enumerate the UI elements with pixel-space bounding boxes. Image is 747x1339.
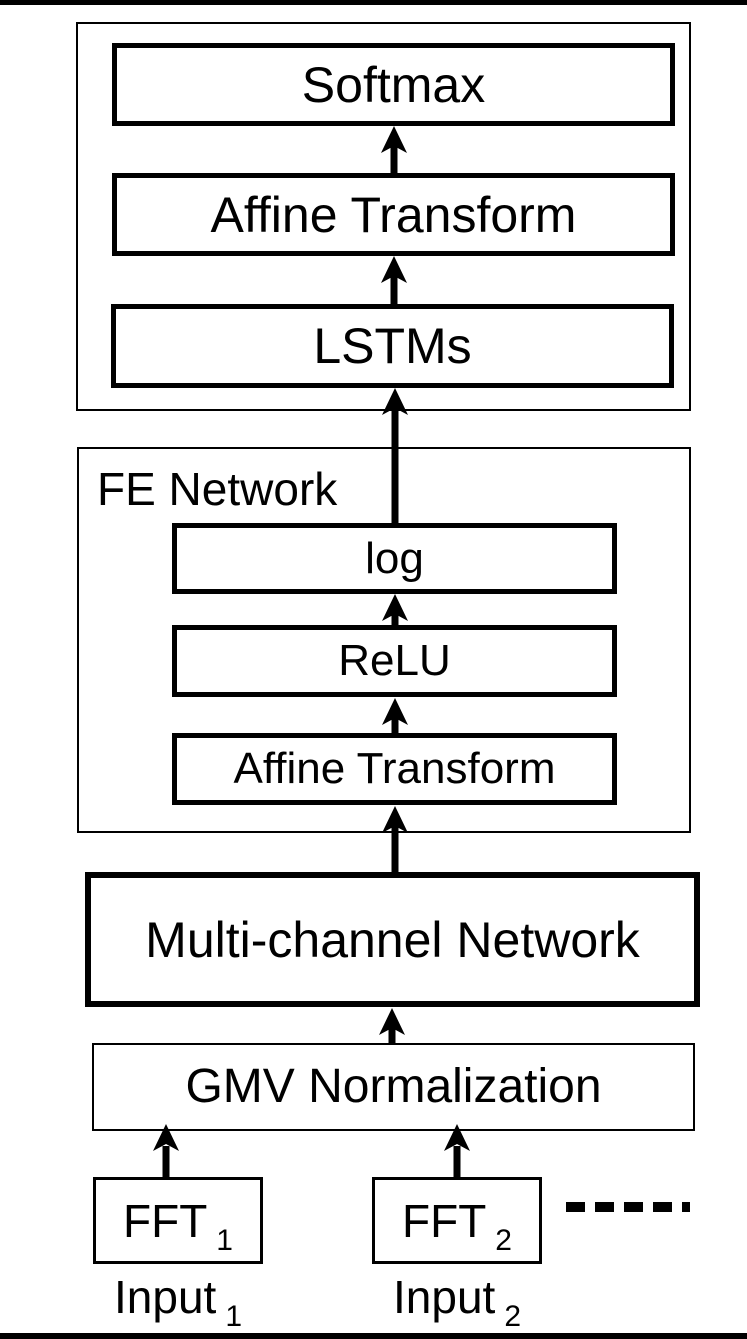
arrow-fft2-to-gmv [444, 1124, 470, 1177]
gmv-normalization-box: GMV Normalization [92, 1043, 695, 1131]
top-border-strip [0, 0, 747, 5]
affine-transform-top-box: Affine Transform [112, 173, 675, 256]
bottom-border-strip [0, 1333, 747, 1339]
fft2-subscript: 2 [495, 1223, 512, 1257]
arrow-fft1-to-gmv [153, 1124, 179, 1177]
multi-channel-network-box: Multi-channel Network [85, 872, 700, 1007]
multi-channel-network-label: Multi-channel Network [145, 911, 640, 968]
arrow-gmv-to-mcn [379, 1008, 405, 1043]
affine-transform-fe-label: Affine Transform [233, 744, 556, 793]
log-label: log [365, 533, 424, 583]
lstms-label: LSTMs [313, 318, 472, 374]
log-box: log [172, 523, 617, 594]
input2-subscript: 2 [504, 1300, 521, 1333]
fe-network-title: FE Network [97, 463, 338, 515]
relu-label: ReLU [338, 636, 451, 685]
affine-transform-top-label: Affine Transform [210, 186, 577, 243]
gmv-normalization-label: GMV Normalization [185, 1060, 602, 1113]
relu-box: ReLU [172, 625, 617, 697]
softmax-box: Softmax [112, 43, 675, 126]
fft1-subscript: 1 [216, 1223, 233, 1257]
affine-transform-fe-box: Affine Transform [172, 733, 617, 805]
lstms-box: LSTMs [111, 304, 674, 388]
input1-subscript: 1 [225, 1300, 242, 1333]
softmax-label: Softmax [301, 56, 486, 113]
